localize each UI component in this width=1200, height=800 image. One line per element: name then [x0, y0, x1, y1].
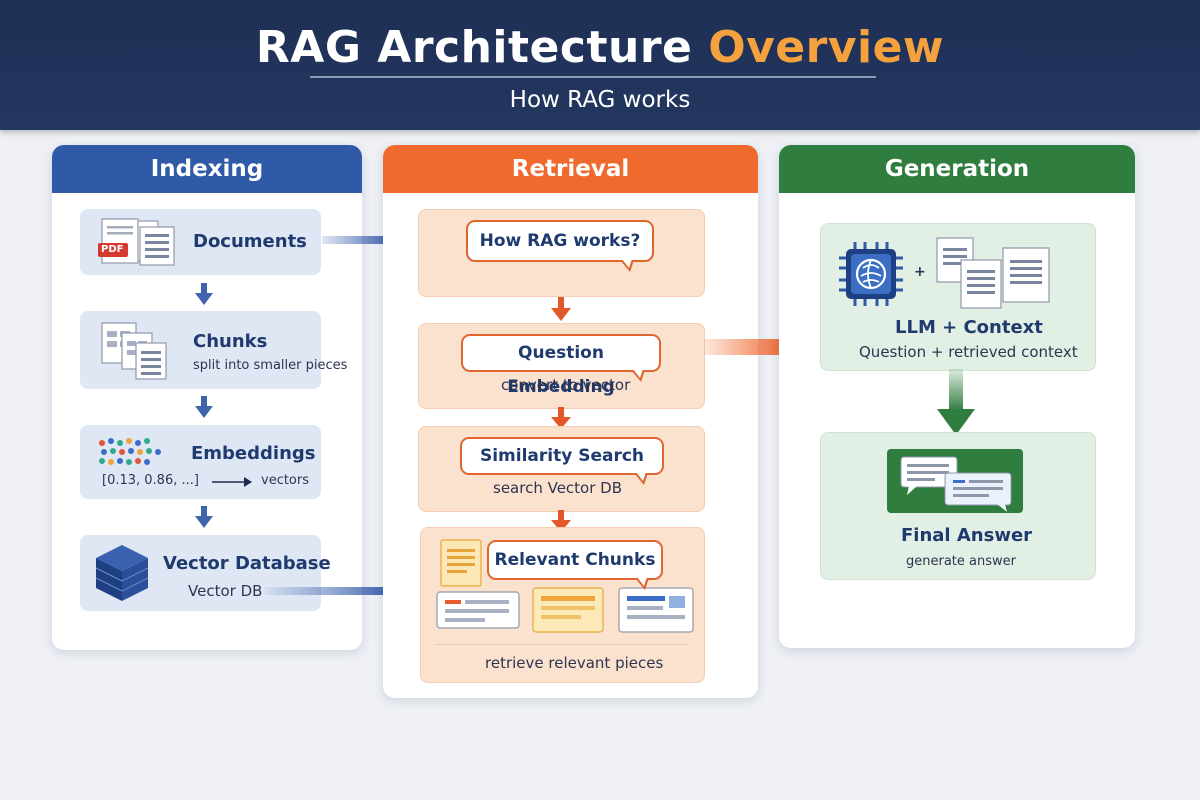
question-embedding-caption: convert to vector — [501, 376, 631, 394]
chunks-card: Chunks split into smaller pieces — [80, 311, 347, 389]
indexing-header: Indexing — [52, 145, 362, 193]
llm-context-label: LLM + Context — [895, 317, 1043, 338]
llm-context-caption: Question + retrieved context — [859, 343, 1078, 361]
question-embedding-text: Question Embedding — [507, 343, 615, 397]
arrow-chunks-to-embeddings — [193, 396, 215, 420]
relevant-chunks-card: Relevant Chunks retrieve relevant pieces — [420, 527, 705, 683]
embedding-dots-icon — [98, 437, 164, 467]
title-divider — [310, 76, 876, 78]
arrow-llm-to-answer — [937, 369, 975, 435]
final-answer-card: Final Answer generate answer — [820, 432, 1096, 580]
arrow-embeddings-to-vectordb — [193, 506, 215, 530]
question-embedding-card: Question Embedding convert to vector — [418, 323, 705, 409]
page-subtitle: How RAG works — [509, 87, 691, 113]
question-embedding-bubble: Question Embedding — [461, 334, 661, 397]
query-bubble: How RAG works? — [466, 220, 654, 272]
vector-db-label: Vector Database — [163, 553, 331, 574]
embeddings-caption: vectors — [261, 473, 310, 488]
similarity-search-caption: search Vector DB — [493, 479, 623, 497]
final-answer-label: Final Answer — [901, 525, 1033, 546]
arrow-search-to-chunks — [550, 510, 572, 534]
title-accent: Overview — [708, 22, 945, 73]
relevant-chunks-divider — [435, 644, 689, 645]
chunks-icon — [98, 319, 178, 381]
arrow-query-to-embedding — [550, 297, 572, 323]
query-card: How RAG works? — [418, 209, 705, 297]
generation-header: Generation — [779, 145, 1135, 193]
query-text: How RAG works? — [479, 231, 641, 251]
chunks-caption: split into smaller pieces — [193, 358, 348, 373]
vector-db-caption: Vector DB — [188, 582, 263, 600]
relevant-chunks-bubble: Relevant Chunks — [487, 540, 663, 590]
vector-arrow — [212, 476, 252, 488]
similarity-search-bubble: Similarity Search — [460, 437, 664, 485]
final-answer-caption: generate answer — [906, 554, 1016, 569]
arrow-documents-to-chunks — [193, 283, 215, 307]
embeddings-label: Embeddings — [191, 443, 316, 464]
vector-db-cube-icon — [92, 543, 152, 605]
relevant-chunks-text: Relevant Chunks — [494, 550, 656, 570]
context-documents-icon — [931, 234, 1061, 314]
llm-chip-icon — [837, 240, 905, 308]
relevant-chunks-caption: retrieve relevant pieces — [485, 654, 664, 672]
chunks-label: Chunks — [193, 331, 268, 352]
documents-card: PDF Documents — [80, 209, 321, 275]
documents-label: Documents — [193, 231, 307, 252]
title-main: RAG Architecture — [255, 22, 709, 73]
arrow-embedding-to-search — [550, 407, 572, 431]
relevant-chunks-icon — [433, 536, 698, 640]
retrieval-header: Retrieval — [383, 145, 758, 193]
vector-db-card: Vector Database Vector DB — [80, 535, 331, 611]
embedding-vector-text: [0.13, 0.86, ...] — [102, 473, 199, 488]
embeddings-card: Embeddings [0.13, 0.86, ...] vectors — [80, 425, 321, 499]
llm-context-card: + LLM + Context Question + retrieved con… — [820, 223, 1096, 371]
pdf-badge-text: PDF — [101, 244, 124, 255]
chat-bubbles-icon — [887, 449, 1023, 515]
pdf-document-icon: PDF — [96, 217, 182, 269]
llm-plus-sign: + — [914, 264, 926, 280]
similarity-search-text: Similarity Search — [479, 446, 645, 466]
similarity-search-card: Similarity Search search Vector DB — [418, 426, 705, 512]
page-title: RAG Architecture Overview — [0, 22, 1200, 73]
header: RAG Architecture Overview How RAG works — [0, 0, 1200, 130]
